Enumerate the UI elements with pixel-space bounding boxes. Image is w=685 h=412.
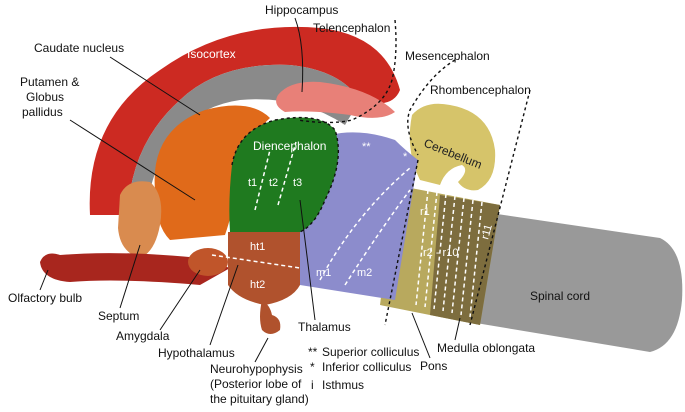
caudate-nucleus-label: Caudate nucleus (34, 41, 124, 55)
amygdala-label: Amygdala (116, 329, 170, 343)
cerebellum-region (409, 103, 496, 191)
thalamus-divider-2 (277, 141, 297, 206)
diencephalon-label: Diencephalon (253, 139, 326, 153)
septum-leader (119, 244, 141, 309)
spinal-cord-label: Spinal cord (530, 289, 590, 303)
caudate-leader (109, 56, 201, 116)
hippocampus-region (276, 81, 395, 118)
hippocampus-leader (294, 17, 304, 93)
rhombencephalon-boundary (469, 89, 531, 326)
ht1-label: ht1 (250, 241, 265, 253)
t3-label: t3 (293, 177, 302, 189)
neurohypophysis-label-line1: Neurohypophysis (210, 362, 303, 376)
m1-label: m1 (316, 267, 331, 279)
midbrain-hindbrain-boundary (384, 159, 419, 326)
r2-r10-label: r2 - r10 (423, 247, 458, 259)
superior-colliculus-mark: ** (362, 141, 371, 153)
amygdala-leader (159, 269, 201, 331)
midbrain-divider-1 (319, 167, 411, 281)
isocortex-region (89, 26, 400, 216)
amygdala-region (188, 248, 228, 276)
legend-text-inferior: Inferior colliculus (322, 360, 411, 374)
olfactory-bulb-region (40, 253, 230, 285)
thalamus-leader (299, 199, 316, 321)
m2-label: m2 (357, 267, 372, 279)
olfactory-bulb-label: Olfactory bulb (8, 291, 82, 305)
pons-leader (411, 312, 431, 359)
isocortex-label: Isocortex (187, 47, 236, 61)
hypothalamus-label: Hypothalamus (158, 346, 235, 360)
hypothalamus-leader (209, 264, 239, 346)
r11-label: r11 (479, 223, 494, 241)
medulla-dark-region (430, 195, 500, 325)
medulla-leader (454, 317, 461, 341)
neurohypophysis-label-line3: the pituitary gland) (210, 392, 309, 406)
putamen-label-line3: pallidus (22, 105, 63, 119)
diencephalon-boundary (231, 116, 340, 233)
neurohypophysis-label-line2: (Posterior lobe of (210, 377, 302, 391)
legend-text-isthmus: Isthmus (322, 378, 364, 392)
septum-region (118, 181, 162, 258)
neurohypophysis-leader (254, 337, 269, 363)
pons-label: Pons (420, 359, 447, 373)
hypothalamus-region (228, 232, 300, 305)
inferior-colliculus-mark: * (403, 151, 408, 163)
legend-symbol-isthmus: i (311, 378, 314, 392)
septum-label: Septum (98, 309, 139, 323)
thalamus-label: Thalamus (298, 320, 351, 334)
medulla-oblongata-label: Medulla oblongata (437, 341, 535, 355)
olfactory-bulb-leader (39, 269, 49, 291)
putamen-leader (69, 119, 196, 201)
mesencephalon-label: Mesencephalon (405, 49, 490, 63)
diencephalon-region (229, 117, 339, 232)
neurohypophysis-region (260, 300, 281, 334)
telencephalon-label: Telencephalon (313, 21, 390, 35)
legend-symbol-superior: ** (308, 345, 318, 359)
telencephalon-boundary (297, 19, 397, 124)
legend-text-superior: Superior colliculus (322, 345, 419, 359)
caudate-nucleus-region (154, 105, 270, 240)
legend-symbol-inferior: * (310, 360, 315, 374)
mesencephalon-boundary (407, 59, 456, 156)
thalamus-divider-1 (254, 149, 271, 211)
putamen-label-line2: Globus (26, 90, 64, 104)
hippocampus-label: Hippocampus (265, 3, 338, 17)
rhombomere-dividers (415, 189, 483, 318)
rhombencephalon-label: Rhombencephalon (430, 83, 531, 97)
r1-label: r1 (420, 206, 430, 218)
hypothalamus-divider (211, 254, 301, 269)
ht2-label: ht2 (250, 279, 265, 291)
putamen-label-line1: Putamen & (20, 75, 79, 89)
spinal-cord-region (470, 210, 683, 352)
t2-label: t2 (269, 177, 278, 189)
t1-label: t1 (248, 177, 257, 189)
